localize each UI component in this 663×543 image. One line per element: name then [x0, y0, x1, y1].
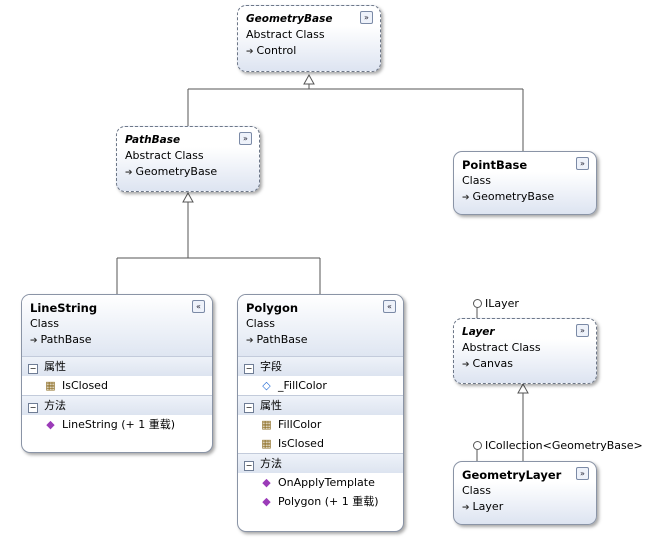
section-properties[interactable]: −属性 — [22, 356, 212, 376]
field-icon: ◇ — [262, 379, 271, 392]
member-label: FillColor — [278, 418, 322, 431]
class-geometrylayer[interactable]: GeometryLayer Class ➔Layer » — [453, 461, 597, 525]
class-kind: Abstract Class — [125, 149, 204, 162]
section-label: 方法 — [44, 399, 66, 412]
class-kind: Class — [246, 317, 275, 330]
section-label: 属性 — [260, 399, 282, 412]
interface-icollection: ICollection<GeometryBase> — [473, 439, 643, 452]
interface-label: ILayer — [485, 297, 519, 310]
inherits-arrow-icon: ➔ — [462, 503, 470, 513]
inherits-arrow-icon: ➔ — [462, 360, 470, 370]
inherits-arrow-icon: ➔ — [30, 336, 38, 346]
section-methods[interactable]: −方法 — [22, 395, 212, 415]
interface-label: ICollection<GeometryBase> — [485, 439, 643, 452]
section-properties[interactable]: −属性 — [238, 395, 403, 415]
member-label: OnApplyTemplate — [278, 476, 375, 489]
inherit-arrowhead-pathbase — [182, 191, 194, 203]
minus-square-icon[interactable]: − — [244, 364, 254, 374]
minus-square-icon[interactable]: − — [244, 403, 254, 413]
member-polygon-ctor[interactable]: ◆ Polygon (+ 1 重载) — [238, 492, 403, 511]
inherits-arrow-icon: ➔ — [246, 47, 254, 57]
class-name: PathBase — [125, 134, 181, 146]
member-label: IsClosed — [278, 437, 324, 450]
base-class: PathBase — [40, 333, 92, 346]
expand-toggle-icon[interactable]: » — [360, 11, 373, 24]
base-class: Canvas — [472, 357, 513, 370]
method-icon: ◆ — [262, 476, 271, 489]
interface-lollipop-icon — [473, 299, 482, 308]
section-label: 字段 — [260, 360, 282, 373]
minus-square-icon[interactable]: − — [28, 403, 38, 413]
class-name: PointBase — [462, 158, 528, 172]
property-icon: ▦ — [45, 379, 56, 392]
member-fillcolor[interactable]: ▦ FillColor — [238, 415, 403, 434]
inherits-arrow-icon: ➔ — [125, 168, 133, 178]
inherit-arrowhead-layer — [517, 382, 529, 394]
base-class: GeometryBase — [472, 190, 555, 203]
class-name: GeometryLayer — [462, 468, 562, 482]
section-methods[interactable]: −方法 — [238, 453, 403, 473]
expand-toggle-icon[interactable]: » — [576, 157, 589, 170]
collapse-toggle-icon[interactable]: « — [192, 300, 205, 313]
expand-toggle-icon[interactable]: » — [576, 324, 589, 337]
member-fillcolor-field[interactable]: ◇ _FillColor — [238, 376, 403, 395]
base-class: Control — [256, 44, 297, 57]
class-kind: Class — [462, 484, 491, 497]
class-polygon[interactable]: Polygon Class ➔PathBase « −字段 ◇_FillColo… — [237, 294, 404, 532]
method-icon: ◆ — [262, 495, 271, 508]
member-onapplytemplate[interactable]: ◆ OnApplyTemplate — [238, 473, 403, 492]
class-name: GeometryBase — [246, 13, 333, 25]
property-icon: ▦ — [261, 437, 272, 450]
class-linestring[interactable]: LineString Class ➔PathBase « −属性 ▦IsClos… — [21, 294, 213, 453]
inherits-arrow-icon: ➔ — [462, 193, 470, 203]
inherits-arrow-icon: ➔ — [246, 336, 254, 346]
interface-lollipop-icon — [473, 441, 482, 450]
member-label: Polygon (+ 1 重载) — [278, 495, 379, 508]
class-pathbase[interactable]: PathBase Abstract Class ➔GeometryBase » — [116, 126, 260, 192]
class-kind: Abstract Class — [246, 28, 325, 41]
section-label: 方法 — [260, 457, 282, 470]
class-name: LineString — [30, 301, 98, 315]
section-fields[interactable]: −字段 — [238, 356, 403, 376]
section-label: 属性 — [44, 360, 66, 373]
interface-ilayer: ILayer — [473, 297, 519, 310]
inherit-arrowhead-geometrybase — [303, 73, 315, 85]
expand-toggle-icon[interactable]: » — [239, 132, 252, 145]
class-pointbase[interactable]: PointBase Class ➔GeometryBase » — [453, 151, 597, 215]
expand-toggle-icon[interactable]: » — [576, 467, 589, 480]
minus-square-icon[interactable]: − — [28, 364, 38, 374]
class-geometrybase[interactable]: GeometryBase Abstract Class ➔Control » — [237, 5, 381, 72]
base-class: Layer — [472, 500, 504, 513]
member-isclosed[interactable]: ▦ IsClosed — [22, 376, 212, 395]
class-name: Polygon — [246, 301, 299, 315]
class-kind: Class — [30, 317, 59, 330]
collapse-toggle-icon[interactable]: « — [383, 300, 396, 313]
class-kind: Class — [462, 174, 491, 187]
class-kind: Abstract Class — [462, 341, 541, 354]
member-isclosed[interactable]: ▦ IsClosed — [238, 434, 403, 453]
member-label: LineString (+ 1 重载) — [62, 418, 176, 431]
method-icon: ◆ — [46, 418, 55, 431]
base-class: GeometryBase — [135, 165, 218, 178]
base-class: PathBase — [256, 333, 308, 346]
member-label: _FillColor — [278, 379, 327, 392]
member-linestring-ctor[interactable]: ◆ LineString (+ 1 重载) — [22, 415, 212, 434]
class-name: Layer — [462, 326, 495, 338]
minus-square-icon[interactable]: − — [244, 461, 254, 471]
property-icon: ▦ — [261, 418, 272, 431]
member-label: IsClosed — [62, 379, 108, 392]
class-layer[interactable]: Layer Abstract Class ➔Canvas » — [453, 318, 597, 384]
